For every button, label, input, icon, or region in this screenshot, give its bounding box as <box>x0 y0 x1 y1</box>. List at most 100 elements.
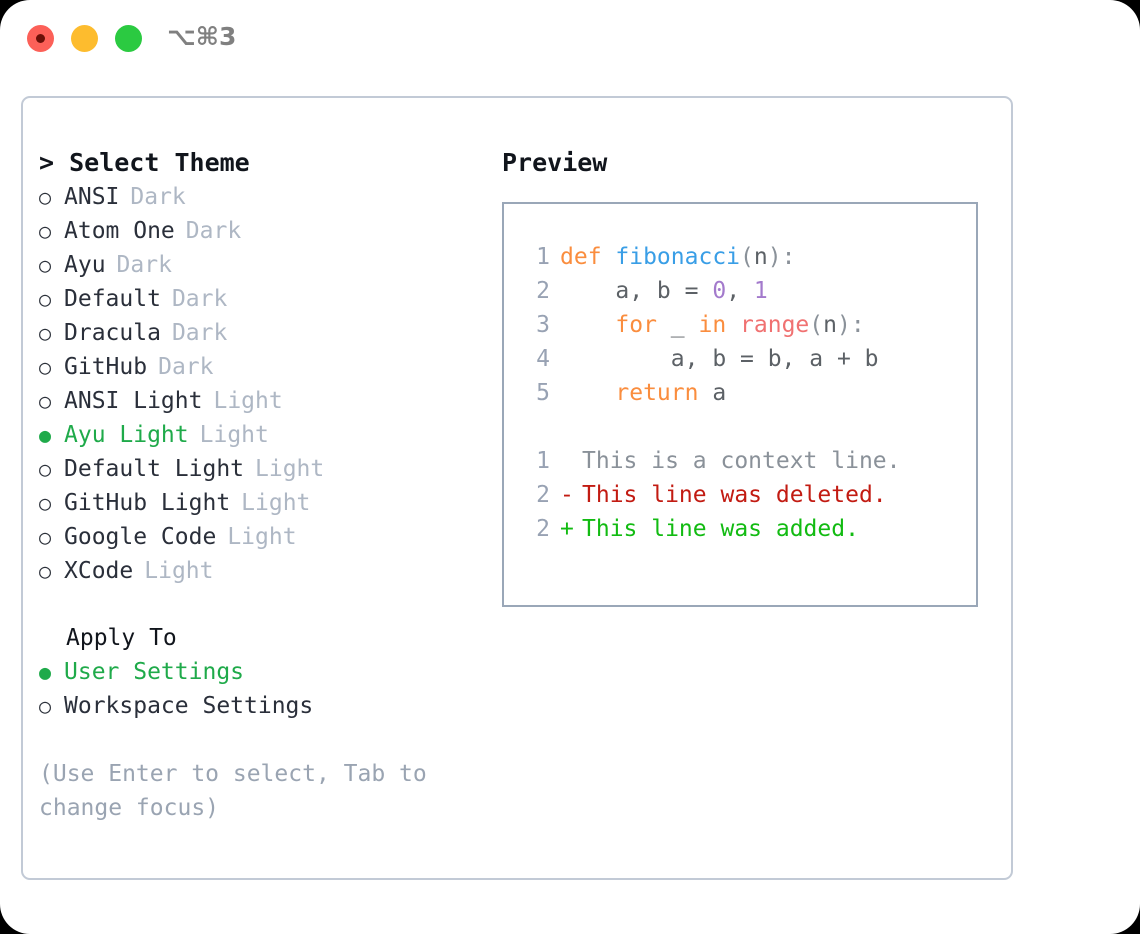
code-line-number: 4 <box>536 346 550 372</box>
apply-to-heading: Apply To <box>66 625 177 651</box>
code-token-num: 0 <box>712 278 727 304</box>
code-token-plain: , <box>726 278 754 304</box>
code-token-plain: n <box>823 312 838 338</box>
radio-unselected-icon: ○ <box>39 287 52 311</box>
theme-option-category: Light <box>213 388 283 414</box>
theme-option-category: Dark <box>130 184 186 210</box>
radio-selected-icon: ● <box>39 660 52 684</box>
theme-option-label: Google Code <box>64 524 217 550</box>
theme-option-category: Light <box>199 422 269 448</box>
code-token-plain <box>726 312 740 338</box>
window-controls <box>27 25 142 52</box>
apply-to-option-workspace-settings[interactable]: ○Workspace Settings <box>39 689 489 723</box>
diff-line-number: 2 <box>536 516 550 542</box>
code-token-punc: ): <box>837 312 865 338</box>
theme-option-ayu[interactable]: ○ Ayu Dark <box>39 248 489 282</box>
code-line-text: def fibonacci(n): <box>560 240 795 274</box>
minimize-button[interactable] <box>71 25 98 52</box>
theme-option-ayu-light[interactable]: ● Ayu Light Light <box>39 418 489 452</box>
keyboard-shortcut-label: ⌥⌘3 <box>167 22 237 51</box>
code-token-built: range <box>740 312 810 338</box>
apply-to-section: Apply To ● User Settings ○Workspace Settin… <box>39 621 489 723</box>
code-token-plain: _ <box>656 312 699 338</box>
diff-line-number: 1 <box>536 448 550 474</box>
theme-option-category: Dark <box>171 286 228 312</box>
radio-unselected-icon: ○ <box>39 457 52 481</box>
theme-option-category: Dark <box>171 320 228 346</box>
code-line-text: for _ in range(n): <box>560 308 865 342</box>
theme-option-label: Dracula <box>64 320 161 346</box>
diff-line-text: This line was added. <box>582 516 859 542</box>
keyboard-hint-text: (Use Enter to select, Tab to change focu… <box>39 761 427 821</box>
diff-line-text: This is a context line. <box>582 448 901 474</box>
code-token-fn: fibonacci <box>615 244 741 270</box>
diff-sample: 1 This is a context line.2-This line was… <box>522 444 976 546</box>
code-line-text: a, b = 0, 1 <box>560 274 768 308</box>
theme-option-category: Light <box>144 558 214 584</box>
theme-option-category: Dark <box>185 218 242 244</box>
code-token-plain <box>560 380 615 406</box>
radio-unselected-icon: ○ <box>39 355 52 379</box>
theme-option-label: Ayu Light <box>64 422 189 448</box>
theme-option-category: Light <box>241 490 311 516</box>
title-bar: ⌥⌘3 <box>0 0 1140 78</box>
code-line-number: 5 <box>536 380 550 406</box>
maximize-button[interactable] <box>115 25 142 52</box>
radio-unselected-icon: ○ <box>39 389 52 413</box>
theme-option-category: Light <box>255 456 325 482</box>
theme-option-label: ANSI <box>64 184 120 210</box>
code-token-punc: ( <box>740 244 754 270</box>
code-token-punc: ): <box>767 244 796 270</box>
code-line-number: 3 <box>536 312 550 338</box>
code-line: 3 for _ in range(n): <box>522 308 976 342</box>
code-token-plain: a, b = b, a + b <box>560 346 879 372</box>
diff-line-add: 2 + This line was added. <box>522 512 976 546</box>
diff-line-number: 2 <box>536 482 550 508</box>
theme-option-default-light[interactable]: ○ Default Light Light <box>39 452 489 486</box>
diff-line-del: 2-This line was deleted. <box>522 478 976 512</box>
theme-option-category: Light <box>227 524 297 550</box>
theme-option-label: ANSI Light <box>64 388 203 414</box>
code-token-num: 1 <box>753 278 768 304</box>
code-token-plain: a, b = <box>560 278 713 304</box>
diff-line-context: 1 This is a context line. <box>522 444 976 478</box>
code-token-plain: n <box>753 244 768 270</box>
code-token-kw: for <box>615 312 657 338</box>
theme-option-ansi-light[interactable]: ○ ANSI Light Light <box>39 384 489 418</box>
diff-sign: + <box>560 516 574 542</box>
theme-option-label: Ayu <box>64 252 106 278</box>
theme-option-label: XCode <box>64 558 134 584</box>
theme-option-xcode[interactable]: ○ XCode Light <box>39 554 489 588</box>
radio-unselected-icon: ○ <box>39 559 52 583</box>
diff-sign: - <box>560 482 574 508</box>
diff-line-text: This line was deleted. <box>582 482 887 508</box>
radio-unselected-icon: ○ <box>39 491 52 515</box>
theme-option-label: Default Light <box>64 456 245 482</box>
code-token-plain: a <box>698 380 727 406</box>
radio-unselected-icon: ○ <box>39 219 52 243</box>
code-token-kw: def <box>560 244 616 270</box>
radio-unselected-icon: ○ <box>39 253 52 277</box>
close-button[interactable] <box>27 25 54 52</box>
theme-option-category: Dark <box>116 252 172 278</box>
radio-unselected-icon: ○ <box>39 694 52 718</box>
code-line: 5 return a <box>522 376 976 410</box>
apply-to-option-user-settings[interactable]: ● User Settings <box>39 655 489 689</box>
radio-selected-icon: ● <box>39 423 52 447</box>
apply-to-option-label: User Settings <box>64 659 245 685</box>
